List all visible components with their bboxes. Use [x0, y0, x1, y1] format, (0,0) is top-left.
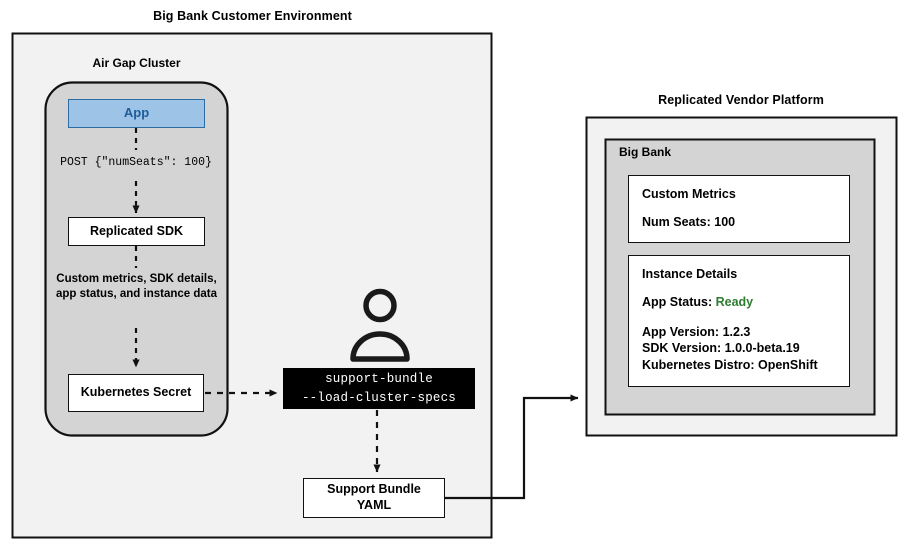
instance-detail-app-version: App Version: 1.2.3 [642, 324, 751, 339]
card-custom-metrics-title: Custom Metrics [642, 187, 736, 201]
terminal-command-line-2: --load-cluster-specs [301, 390, 457, 405]
air-gap-cluster-label: Air Gap Cluster [92, 56, 181, 70]
app-status-value: Ready [715, 295, 754, 309]
instance-detail-app-status: App Status: Ready [642, 294, 849, 311]
node-app[interactable]: App [68, 99, 205, 128]
support-bundle-yaml-line-2: YAML [356, 498, 392, 512]
left-environment-title: Big Bank Customer Environment [153, 9, 352, 23]
edge-bundle-to-platform [445, 394, 579, 500]
node-support-bundle-yaml[interactable]: Support Bundle YAML [303, 478, 445, 518]
terminal-support-bundle-command[interactable]: support-bundle --load-cluster-specs [283, 368, 475, 409]
support-bundle-yaml-line-1: Support Bundle [327, 482, 421, 497]
person-icon [350, 288, 410, 362]
card-instance-details-title: Instance Details [642, 267, 738, 281]
terminal-command-line-1: support-bundle [325, 372, 433, 387]
card-instance-details: Instance Details App Status: Ready App V… [628, 255, 850, 387]
edge-label-custom-metrics: Custom metrics, SDK details, app status,… [55, 273, 218, 301]
node-replicated-sdk[interactable]: Replicated SDK [68, 217, 205, 246]
big-bank-customer-label: Big Bank [619, 145, 672, 159]
instance-detail-sdk-version: SDK Version: 1.0.0-beta.19 [642, 341, 800, 355]
edge-label-post-numseats: POST {"numSeats": 100} [60, 156, 212, 169]
card-custom-metrics-num-seats: Num Seats: 100 [642, 215, 736, 229]
card-custom-metrics: Custom Metrics Num Seats: 100 [628, 175, 850, 243]
right-platform-title: Replicated Vendor Platform [658, 93, 824, 107]
node-kubernetes-secret[interactable]: Kubernetes Secret [68, 374, 204, 412]
app-status-label: App Status: [642, 295, 716, 309]
instance-detail-kubernetes-distro: Kubernetes Distro: OpenShift [642, 357, 818, 372]
